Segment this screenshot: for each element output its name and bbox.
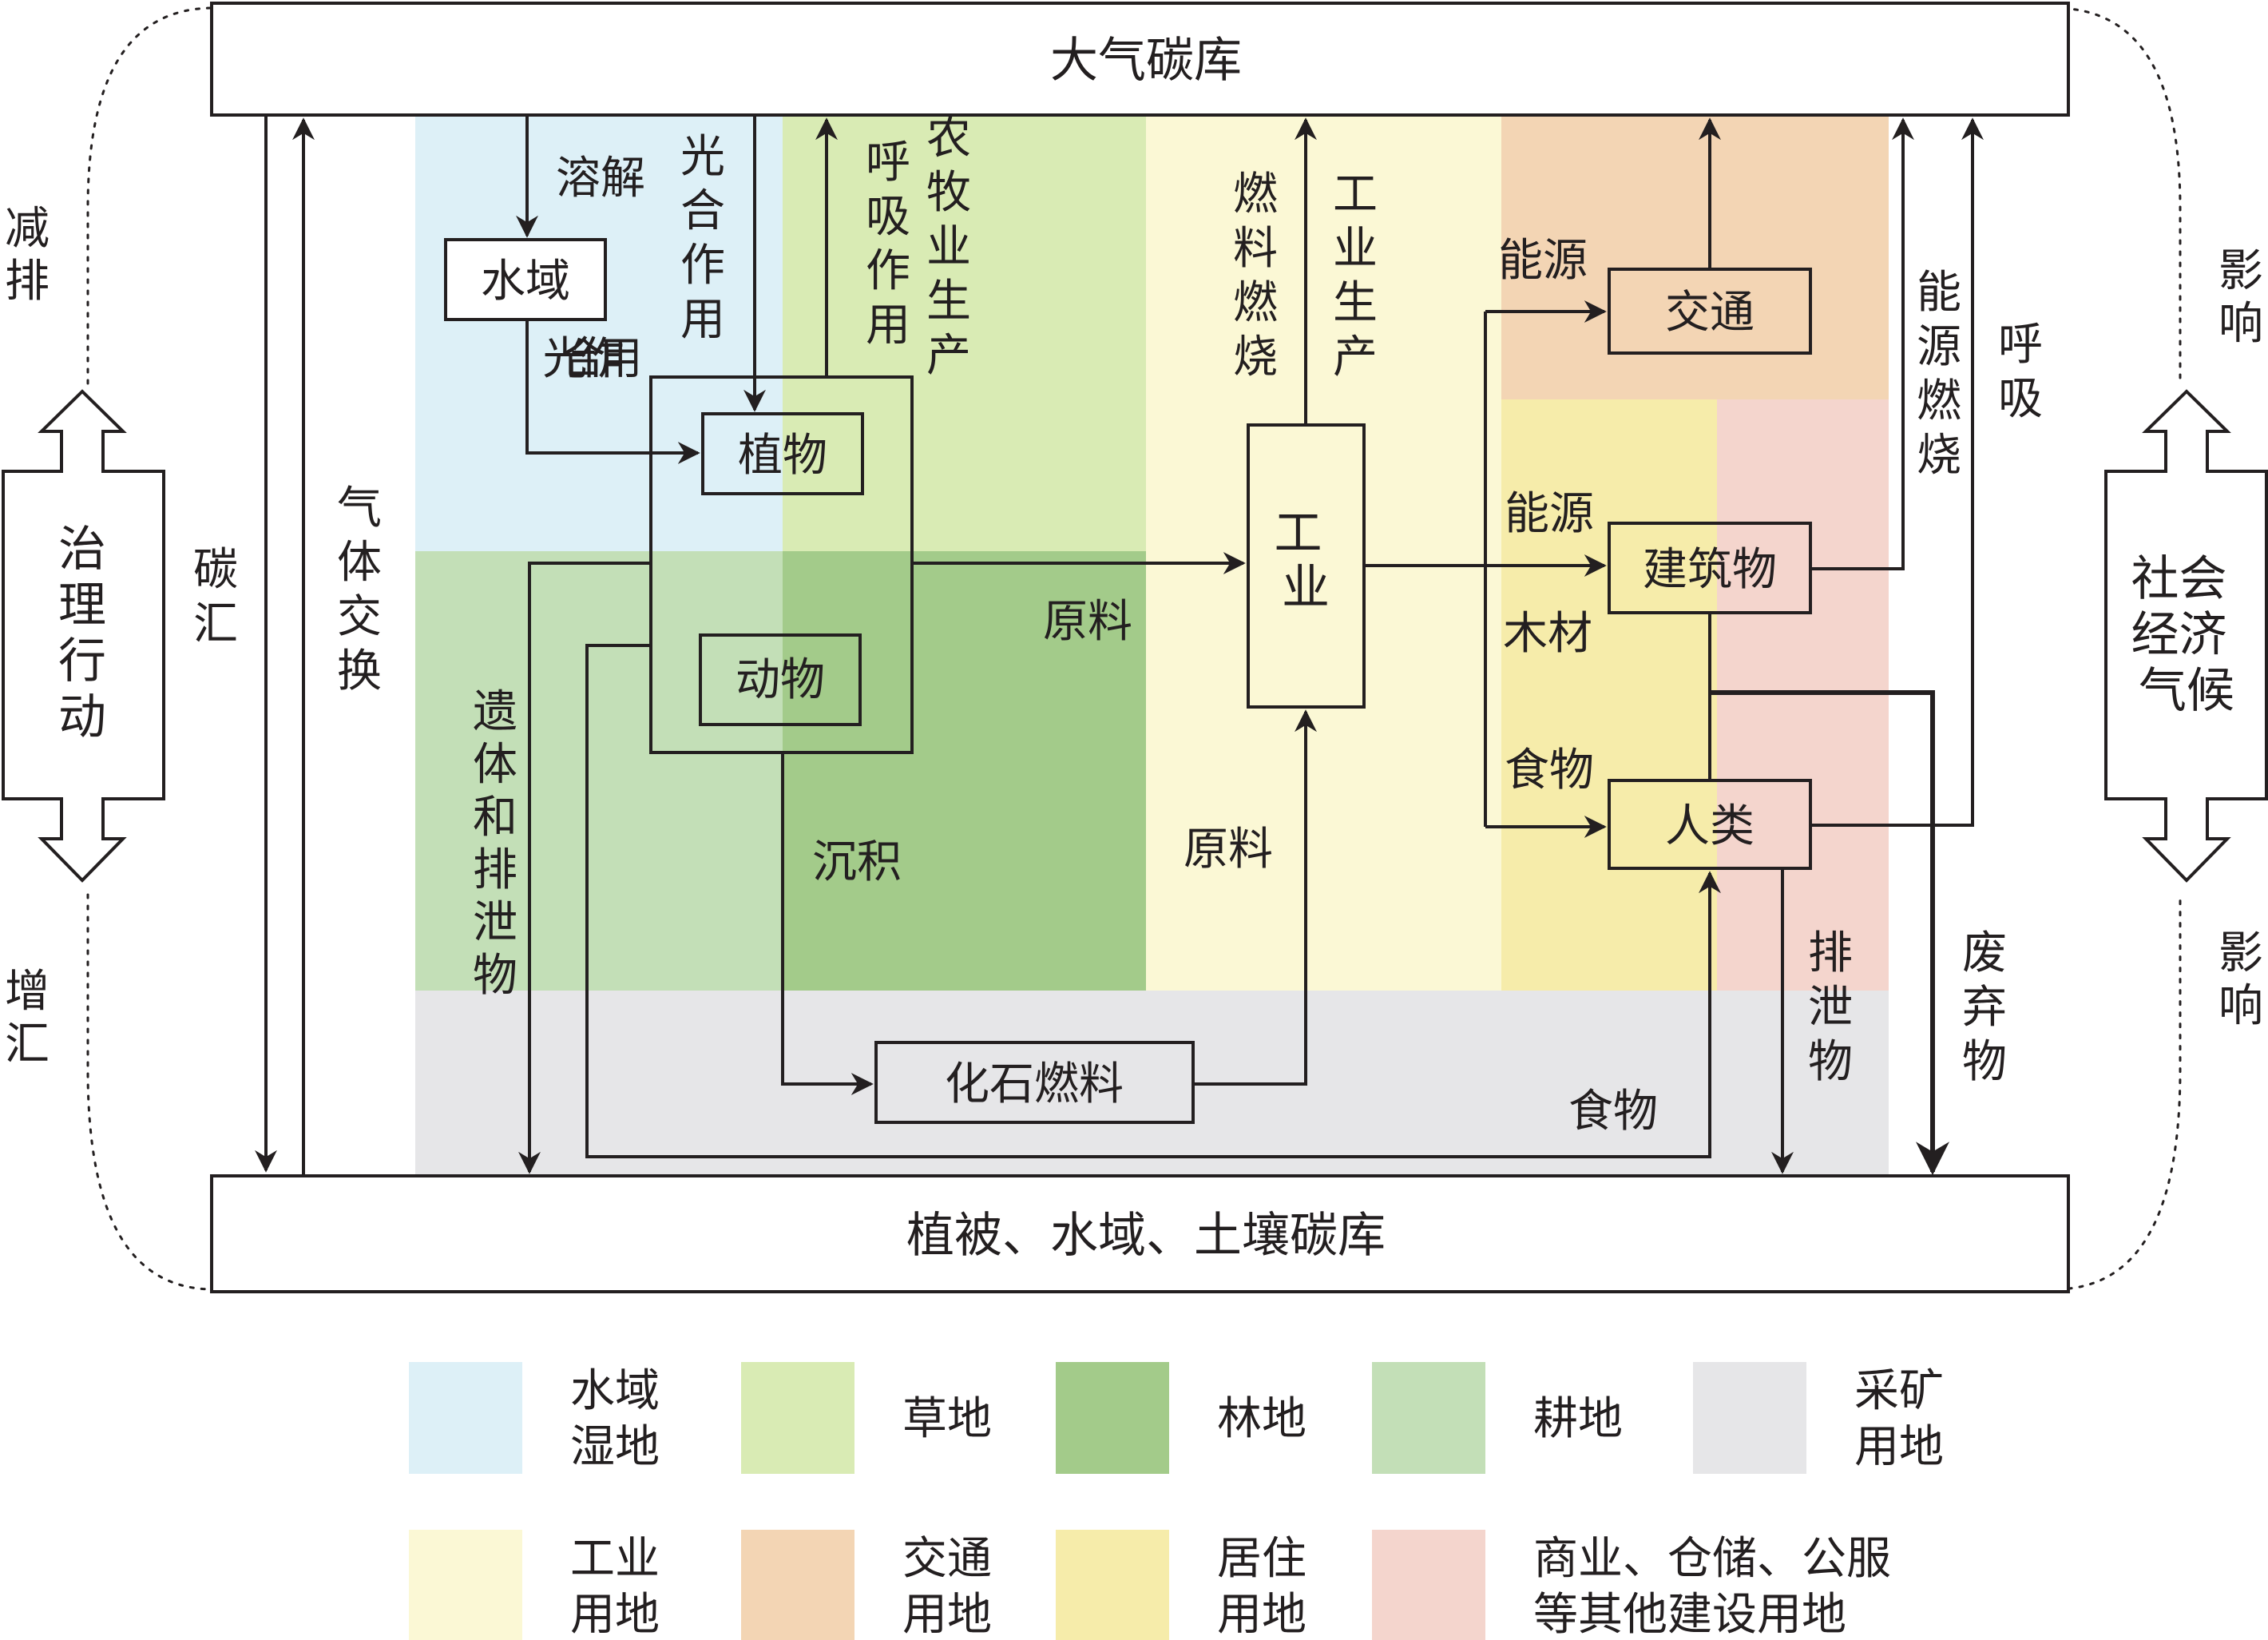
increase-sink-label: 增汇 (5, 966, 50, 1070)
arrow-human-respiration (1810, 117, 1984, 827)
arrow-food-loop (585, 644, 1721, 1158)
zone-water-wetland (415, 116, 783, 551)
terrestrial-pool-label: 植被、水域、土壤碳库 (906, 1208, 1386, 1264)
label-dissolution: 溶解 (556, 153, 645, 205)
zone-residential (1501, 399, 1717, 991)
legend-label: 采矿用地 (1854, 1365, 1944, 1473)
legend-label: 工业用地 (570, 1533, 660, 1640)
arrow-sedimentation (781, 752, 874, 1095)
label-energy-transport: 能源 (1498, 235, 1588, 287)
legend-label: 草地 (902, 1393, 992, 1445)
zone-forest (783, 551, 1146, 991)
label-gas-exchange: 气体交换 (337, 482, 382, 697)
zone-mining (415, 991, 1889, 1174)
zone-cropland (415, 551, 783, 991)
label-remains: 遗体和排泄物 (473, 686, 517, 1002)
left-double-arrow (2, 389, 165, 883)
water-node-label: 水域 (481, 256, 570, 308)
legend-label: 交通用地 (902, 1533, 992, 1640)
buildings-node-label: 建筑物 (1643, 544, 1777, 596)
label-raw-material-bottom: 原料 (1184, 824, 1273, 876)
right-arrow-label: 社会 经济 气候 (2131, 551, 2242, 719)
arrow-fossil-to-industry (1193, 709, 1317, 1086)
legend-swatch (1056, 1530, 1169, 1640)
atmosphere-pool-label: 大气碳库 (1050, 33, 1242, 89)
dotted-boundary-top (86, 6, 2182, 385)
legend-label: 居住用地 (1217, 1533, 1306, 1640)
label-photosynthesis-mid-1: 光合作用 (543, 333, 643, 385)
industry-node-label: 工 业 (1274, 506, 1337, 616)
legend-label: 水域湿地 (570, 1365, 660, 1473)
legend-label: 耕地 (1533, 1393, 1623, 1445)
label-waste: 废弃物 (1962, 927, 2007, 1088)
legend-swatch (409, 1530, 522, 1640)
legend-swatch (1372, 1530, 1485, 1640)
label-agri-production: 农牧业生产 (926, 113, 971, 382)
legend-label: 商业、仓储、公服等其他建设用地 (1533, 1533, 1891, 1640)
legend-swatch (409, 1362, 522, 1474)
water-node-box (444, 238, 607, 321)
impact-top-label: 影响 (2218, 245, 2263, 350)
arrow-water-to-plants (525, 320, 700, 464)
label-wood: 木材 (1503, 608, 1592, 660)
plants-node-box (701, 412, 864, 495)
arrow-remains-down (518, 562, 651, 1174)
label-sedimentation: 沉积 (812, 836, 902, 888)
legend-swatch (1056, 1362, 1169, 1474)
label-fuel-combustion: 燃料燃烧 (1233, 169, 1278, 383)
label-carbon-sink: 碳汇 (193, 544, 238, 650)
legend-label: 林地 (1217, 1393, 1306, 1445)
label-raw-material-top: 原料 (1043, 596, 1132, 648)
label-excreta: 排泄物 (1808, 927, 1853, 1088)
right-arrow-line-2: 经济 (2131, 607, 2226, 663)
right-double-arrow (2104, 389, 2268, 883)
zone-grassland (783, 116, 1146, 551)
label-photosynthesis-top: 光合作用 (680, 131, 725, 346)
label-industrial-production: 工业生产 (1333, 169, 1378, 383)
label-food-bottom: 食物 (1568, 1086, 1658, 1138)
dotted-boundary-bottom (86, 893, 2182, 1291)
legend-swatch (741, 1362, 854, 1474)
label-energy-buildings: 能源 (1505, 488, 1594, 540)
transport-node-label: 交通 (1665, 287, 1755, 339)
legend-swatch (741, 1530, 854, 1640)
label-food-humans: 食物 (1505, 745, 1594, 796)
arrow-building-energy-combustion (1810, 117, 1914, 570)
land-use-zones (415, 116, 1889, 1174)
label-breathing: 呼吸 (1998, 319, 2043, 425)
industry-char-2: 业 (1282, 560, 1330, 616)
label-energy-combustion: 能源燃烧 (1917, 267, 1961, 482)
legend-swatch (1693, 1362, 1806, 1474)
right-arrow-line-1: 社会 (2131, 551, 2226, 607)
right-arrow-line-3: 气候 (2139, 663, 2234, 719)
label-respiration: 呼吸作用 (866, 137, 910, 351)
fossil-fuel-node-label: 化石燃料 (945, 1058, 1124, 1110)
reduce-emissions-label: 减排 (5, 203, 50, 308)
legend-swatch (1372, 1362, 1485, 1474)
flow-arrows (255, 116, 1984, 1176)
atmosphere-pool-box (210, 2, 2070, 117)
animals-node-box (699, 633, 862, 726)
flow-labels: 碳汇 气体交换 溶解 光合作用 光合作用 呼吸作用 农牧业生产 燃料燃烧 工业生… (193, 113, 2043, 1138)
arrow-waste (1710, 690, 1949, 1176)
humans-node-label: 人类 (1665, 800, 1755, 852)
animals-node-label: 动物 (736, 654, 825, 706)
zone-industrial (1146, 116, 1501, 991)
industry-char-1: 工 (1274, 506, 1322, 562)
terrestrial-pool-box (210, 1174, 2070, 1293)
left-arrow-label: 治理行动 (58, 522, 106, 745)
impact-bottom-label: 影响 (2218, 927, 2263, 1032)
plants-node-label: 植物 (738, 430, 827, 482)
